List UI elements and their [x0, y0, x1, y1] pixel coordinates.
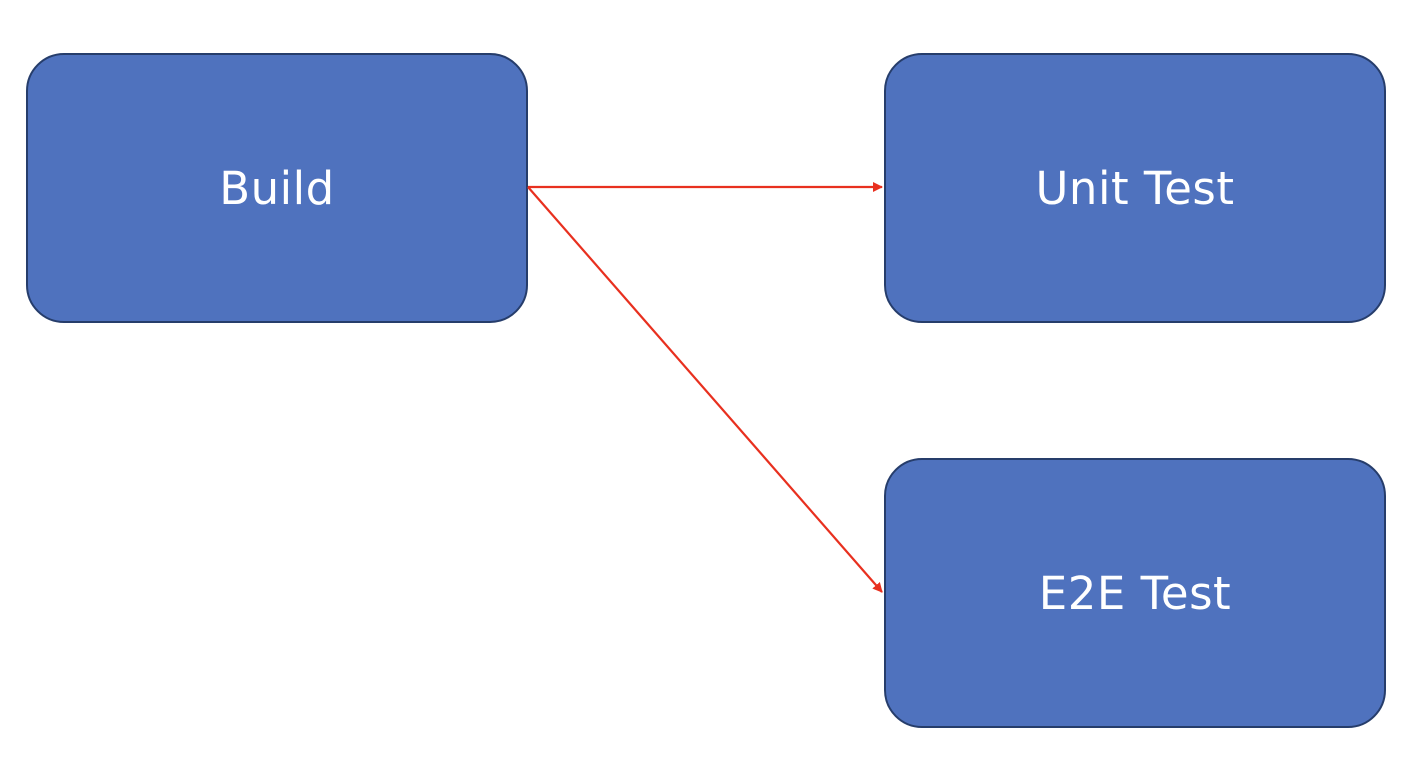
- edge-build-to-e2e-test: [527, 186, 883, 593]
- e2e-test-node: E2E Test: [884, 458, 1386, 728]
- e2e-test-node-label: E2E Test: [1038, 566, 1232, 620]
- unit-test-node-label: Unit Test: [1035, 161, 1235, 215]
- unit-test-node: Unit Test: [884, 53, 1386, 323]
- build-node-label: Build: [219, 161, 335, 215]
- build-node: Build: [26, 53, 528, 323]
